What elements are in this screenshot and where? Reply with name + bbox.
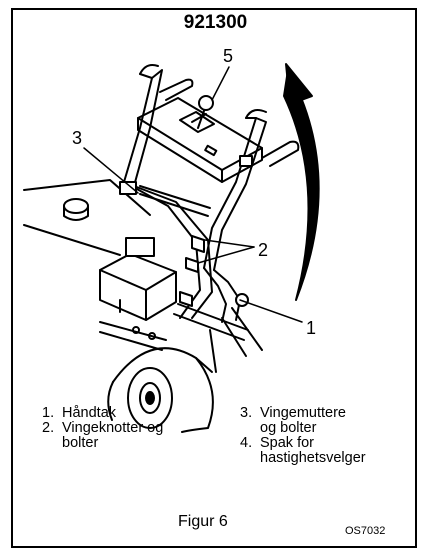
legend-item: 3. Vingemuttere og bolter bbox=[240, 406, 366, 436]
legend-item: 2. Vingeknotter og bolter bbox=[42, 421, 163, 451]
legend-number: 3. bbox=[240, 405, 253, 421]
leader-lines bbox=[83, 66, 303, 323]
control-panel-drawing bbox=[137, 97, 263, 183]
figure-frame bbox=[11, 8, 417, 548]
drawing-code: OS7032 bbox=[345, 525, 386, 537]
speed-lever-drawing bbox=[197, 95, 214, 129]
legend-right: 3. Vingemuttere og bolter 4. Spak for ha… bbox=[240, 406, 366, 466]
figure-caption: Figur 6 bbox=[178, 513, 228, 530]
legend-text: Håndtak bbox=[62, 405, 117, 421]
callout-5: 5 bbox=[223, 46, 234, 66]
frame-rails-drawing bbox=[99, 303, 263, 373]
legend-number: 4. bbox=[240, 435, 253, 451]
callout-1: 1 bbox=[306, 318, 317, 338]
legend-number: 2. bbox=[42, 420, 55, 436]
wheel-drawing bbox=[107, 347, 214, 433]
legend-left: 1. Håndtak 2. Vingeknotter og bolter bbox=[42, 406, 163, 451]
right-handle-drawing bbox=[203, 109, 300, 323]
legend-text: Vingemuttere og bolter bbox=[260, 405, 346, 436]
engine-cap-drawing bbox=[23, 179, 151, 256]
legend-text: Vingeknotter og bolter bbox=[62, 420, 164, 451]
legend-item: 4. Spak for hastighetsvelger bbox=[240, 436, 366, 466]
rotation-arrow-drawing bbox=[283, 63, 320, 301]
legend-number: 1. bbox=[42, 405, 55, 421]
cross-brace-drawing bbox=[139, 185, 211, 217]
callout-2: 2 bbox=[258, 240, 269, 260]
legend-item: 1. Håndtak bbox=[42, 406, 163, 421]
legend-text: Spak for hastighetsvelger bbox=[260, 435, 366, 466]
battery-box-drawing bbox=[99, 237, 177, 321]
callout-3: 3 bbox=[72, 128, 83, 148]
model-number: 921300 bbox=[183, 12, 248, 33]
